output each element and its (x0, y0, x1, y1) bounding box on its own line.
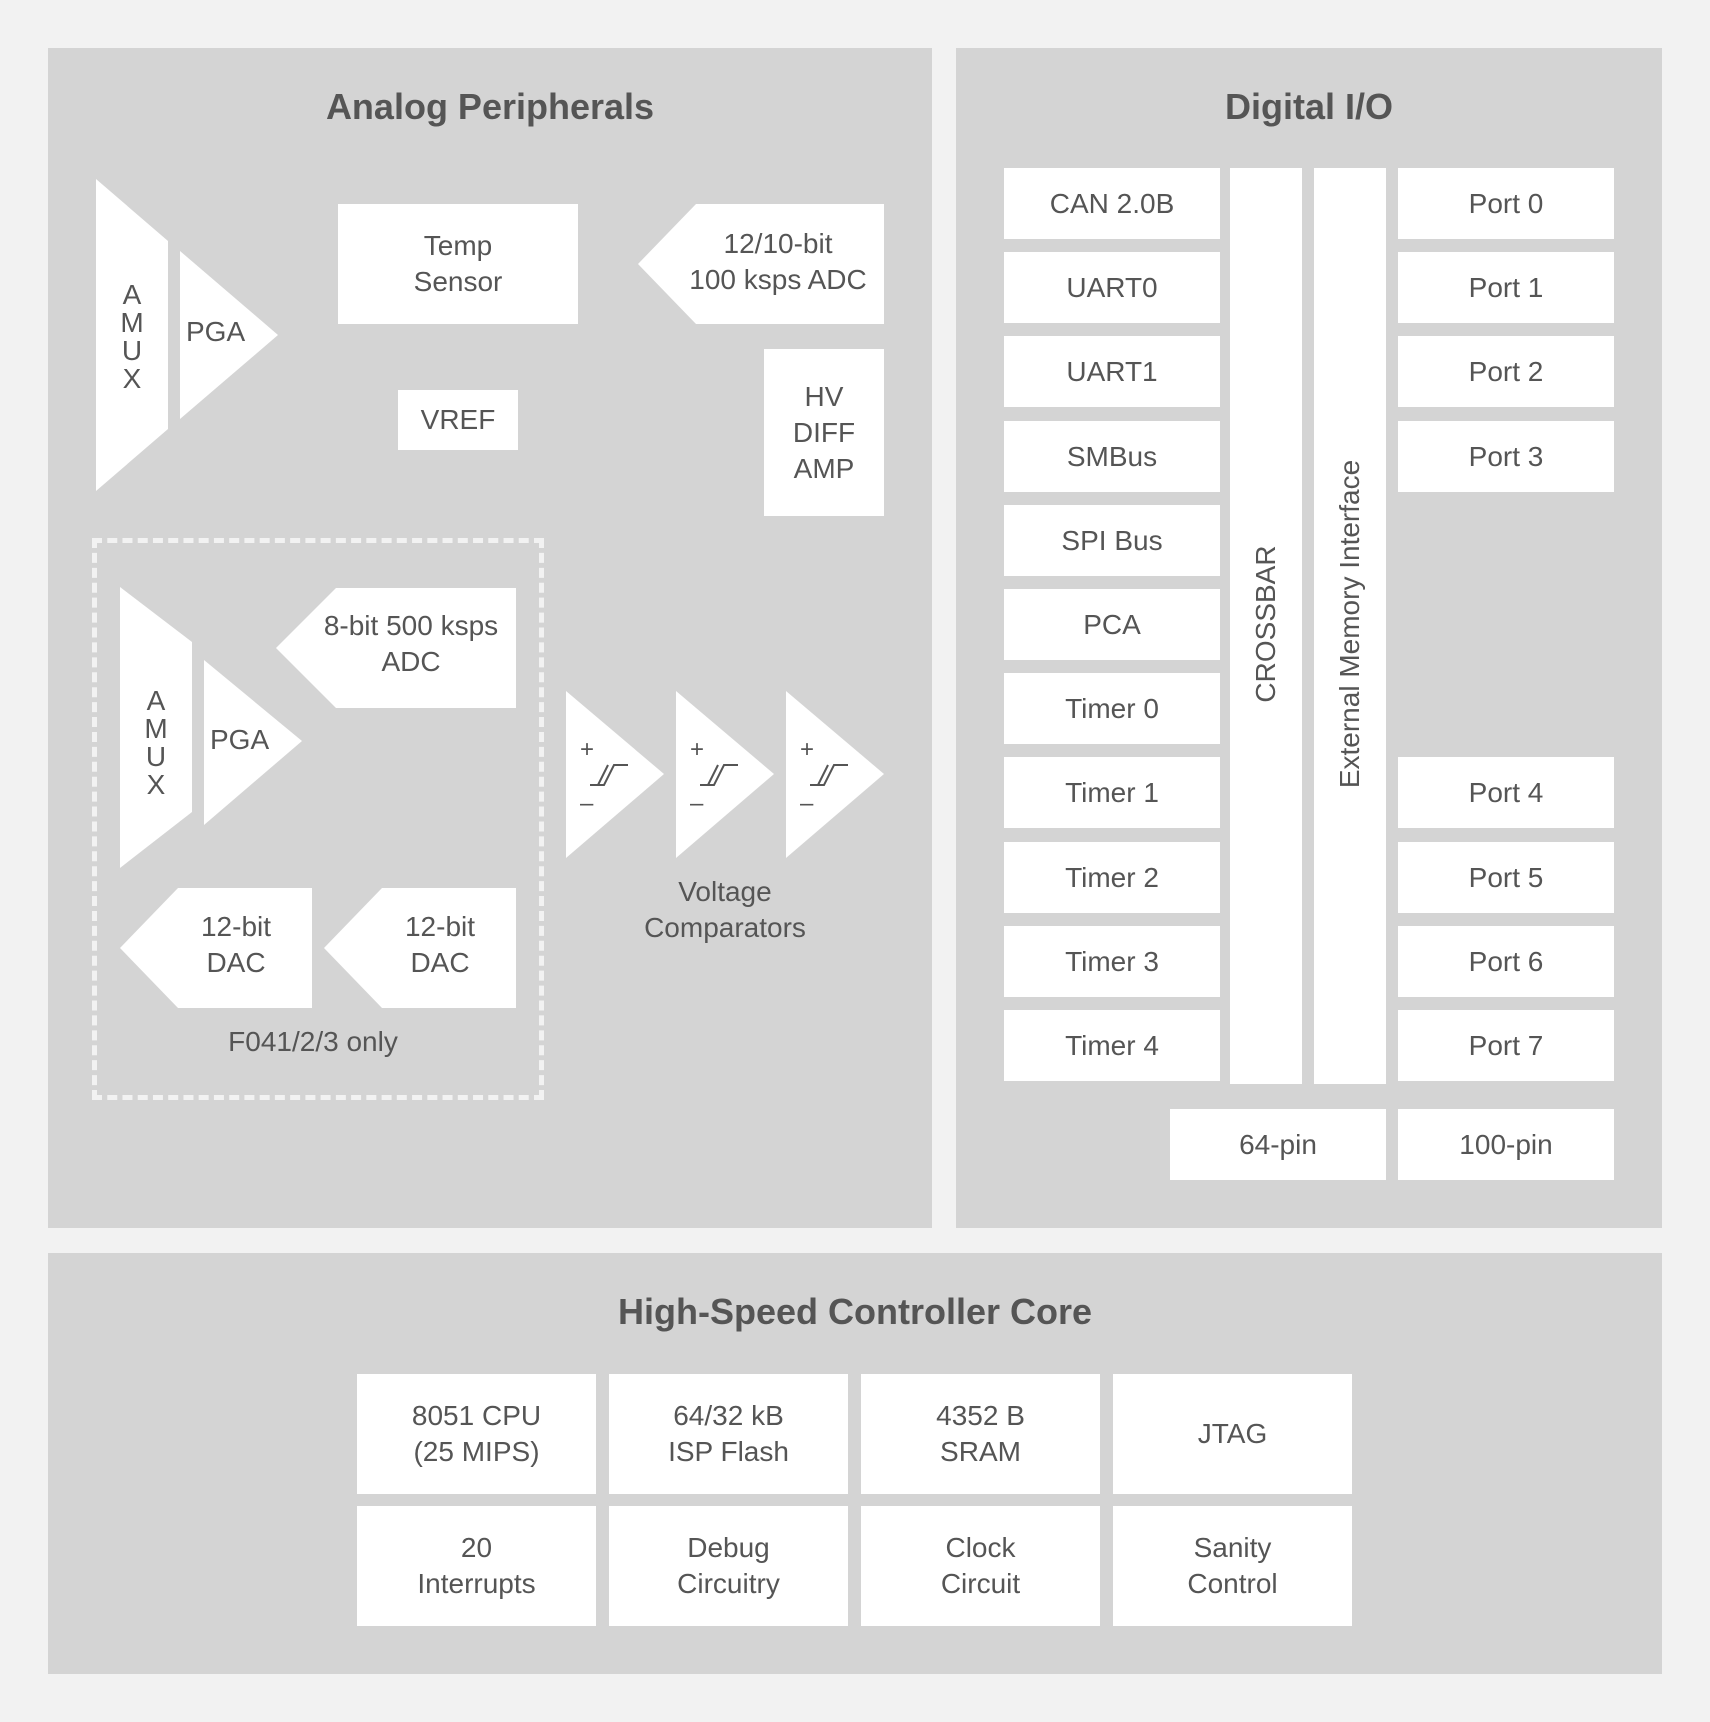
pga-bottom-label: PGA (210, 724, 270, 755)
comparator-3-plus: + (800, 736, 814, 763)
hv-diff-amp-block: HV DIFF AMP (764, 349, 884, 516)
core-block: Clock Circuit (861, 1506, 1100, 1626)
core-block: 8051 CPU (25 MIPS) (357, 1374, 596, 1494)
amux-top-shape (96, 179, 168, 491)
comparator-2-plus: + (690, 736, 704, 763)
peripheral-block: Timer 2 (1004, 842, 1220, 913)
comparator-2-minus: – (690, 790, 704, 817)
comparators-label: Voltage Comparators (644, 876, 806, 943)
comparator-1-plus: + (580, 736, 594, 763)
core-block: 4352 B SRAM (861, 1374, 1100, 1494)
comparator-1: + – (566, 691, 664, 858)
port-block: Port 6 (1398, 926, 1614, 997)
peripheral-block: SMBus (1004, 421, 1220, 492)
peripheral-block: PCA (1004, 589, 1220, 660)
dac2-shape (324, 888, 516, 1008)
pga-top-shape (180, 251, 278, 419)
pin-100-block: 100-pin (1398, 1109, 1614, 1180)
hysteresis-icon (590, 764, 628, 786)
core-panel-title: High-Speed Controller Core (617, 1291, 1093, 1332)
analog-panel-title: Analog Peripherals (325, 86, 655, 127)
core-block: JTAG (1113, 1374, 1352, 1494)
amux-bottom-shape (120, 587, 192, 868)
peripheral-block: Timer 4 (1004, 1010, 1220, 1081)
comparator-3: + – (786, 691, 884, 858)
port-block: Port 5 (1398, 842, 1614, 913)
peripheral-block: UART0 (1004, 252, 1220, 323)
optional-group-label: F041/2/3 only (228, 1026, 398, 1057)
peripheral-block: UART1 (1004, 336, 1220, 407)
core-block: Sanity Control (1113, 1506, 1352, 1626)
optional-group-border (92, 538, 544, 1100)
adc-main-shape (638, 204, 884, 324)
comparator-1-minus: – (580, 790, 594, 817)
emif-label: External Memory Interface (1334, 459, 1365, 789)
amux-top-label: A M U X (120, 279, 144, 394)
port-block: Port 4 (1398, 757, 1614, 828)
adc-8bit-label: 8-bit 500 ksps ADC (323, 610, 499, 677)
core-block: 20 Interrupts (357, 1506, 596, 1626)
pin-64-block: 64-pin (1170, 1109, 1386, 1180)
peripheral-block: CAN 2.0B (1004, 168, 1220, 239)
crossbar-label: CROSSBAR (1250, 545, 1281, 703)
peripheral-block: SPI Bus (1004, 505, 1220, 576)
emif-block (1314, 168, 1386, 1084)
peripheral-block: Timer 1 (1004, 757, 1220, 828)
port-block: Port 7 (1398, 1010, 1614, 1081)
peripheral-block: Timer 0 (1004, 673, 1220, 744)
comparator-3-minus: – (800, 790, 814, 817)
amux-bottom-label: A M U X (144, 685, 168, 800)
comparator-2: + – (676, 691, 774, 858)
pga-bottom-shape (204, 660, 302, 825)
port-block: Port 0 (1398, 168, 1614, 239)
dac1-shape (120, 888, 312, 1008)
adc-8bit-shape (276, 588, 516, 708)
core-block: 64/32 kB ISP Flash (609, 1374, 848, 1494)
peripheral-block: Timer 3 (1004, 926, 1220, 997)
digital-panel-title: Digital I/O (1224, 86, 1393, 127)
adc-main-label: 12/10-bit 100 ksps ADC (689, 228, 867, 295)
controller-core-panel: High-Speed Controller Core (48, 1253, 1662, 1674)
dac2-label: 12-bit DAC (404, 911, 476, 978)
hysteresis-icon (700, 764, 738, 786)
port-block: Port 3 (1398, 421, 1614, 492)
dac1-label: 12-bit DAC (200, 911, 272, 978)
hysteresis-icon (810, 764, 848, 786)
temp-sensor-block: Temp Sensor (338, 204, 578, 324)
crossbar-block (1230, 168, 1302, 1084)
port-block: Port 2 (1398, 336, 1614, 407)
core-block: Debug Circuitry (609, 1506, 848, 1626)
port-block: Port 1 (1398, 252, 1614, 323)
vref-block: VREF (398, 390, 518, 450)
pga-top-label: PGA (186, 316, 246, 347)
